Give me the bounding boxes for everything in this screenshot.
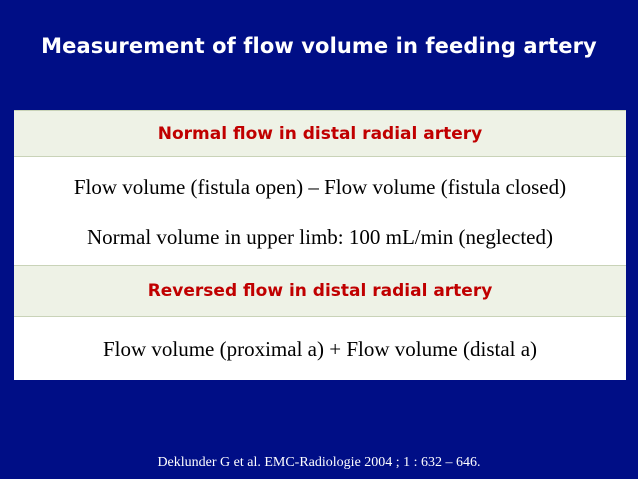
reversed-flow-formula: Flow volume (proximal a) + Flow volume (… <box>102 337 538 361</box>
normal-flow-header: Normal flow in distal radial artery <box>14 110 626 157</box>
slide-title: Measurement of flow volume in feeding ar… <box>41 34 597 58</box>
normal-flow-body: Flow volume (fistula open) – Flow volume… <box>14 157 626 265</box>
reversed-flow-header: Reversed flow in distal radial artery <box>14 265 626 317</box>
normal-flow-note: Normal volume in upper limb: 100 mL/min … <box>87 225 553 249</box>
reversed-flow-body: Flow volume (proximal a) + Flow volume (… <box>14 317 626 380</box>
citation: Deklunder G et al. EMC-Radiologie 2004 ;… <box>157 455 481 470</box>
normal-flow-formula: Flow volume (fistula open) – Flow volume… <box>73 175 567 199</box>
